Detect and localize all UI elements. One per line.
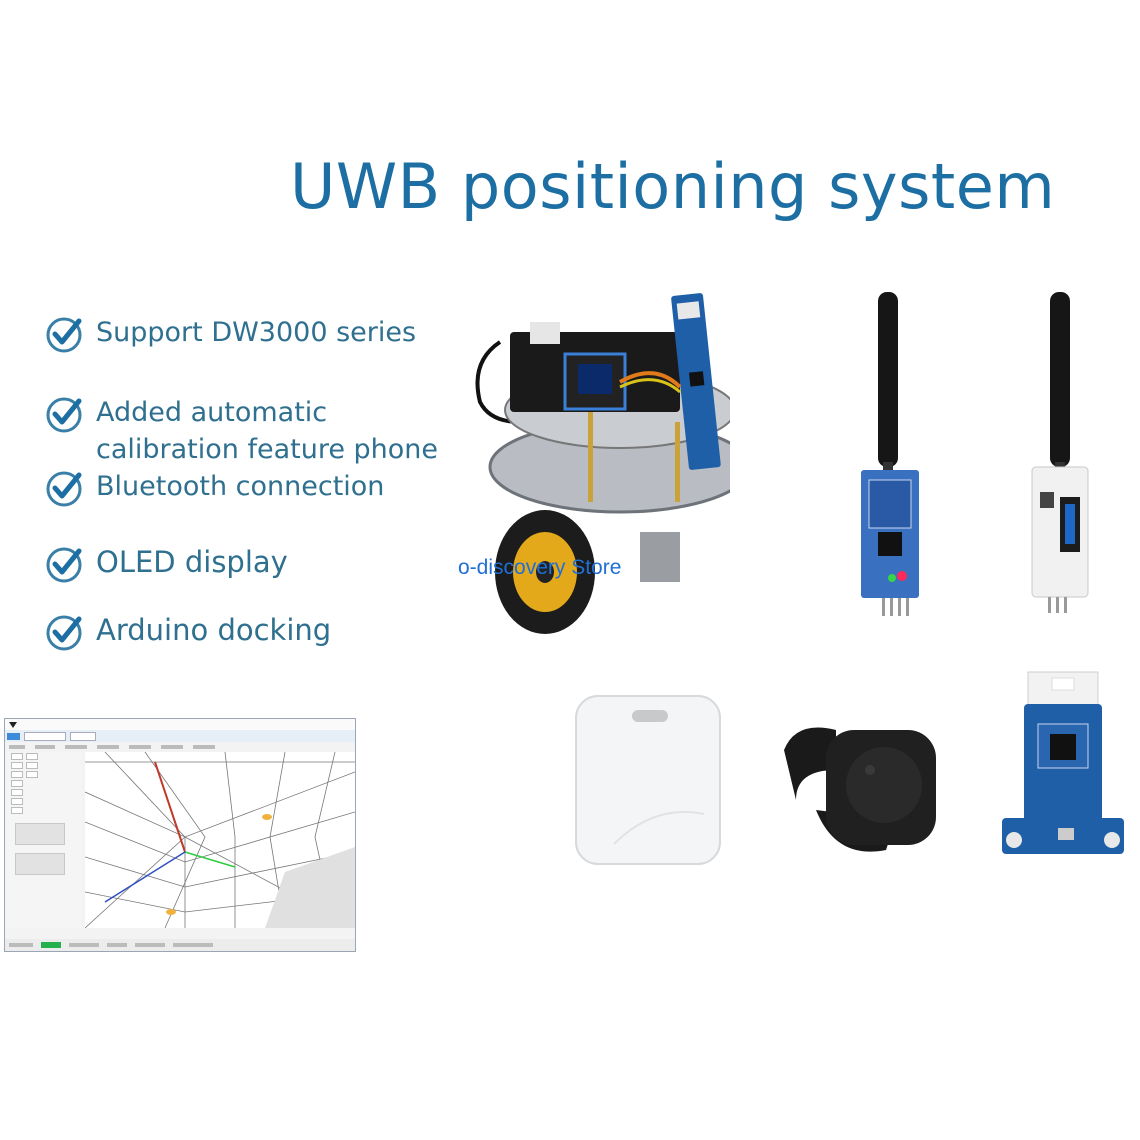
status-bar (5, 939, 355, 951)
param-input[interactable] (11, 771, 23, 778)
feature-item-bluetooth: Bluetooth connection (44, 468, 384, 508)
feature-label: OLED display (96, 545, 288, 579)
tab[interactable] (161, 744, 183, 749)
feature-label: Support DW3000 series (96, 317, 417, 348)
tab[interactable] (97, 744, 119, 749)
panel-button[interactable] (15, 823, 65, 845)
param-input[interactable] (11, 780, 23, 787)
param-input[interactable] (26, 771, 38, 778)
check-circle-icon (46, 397, 82, 433)
status-text (107, 943, 127, 947)
param-row (5, 752, 81, 761)
check-circle-icon (46, 317, 82, 353)
feature-item-arduino: Arduino docking (44, 612, 331, 652)
app-logo-icon (9, 721, 17, 728)
feature-label: Bluetooth connection (96, 471, 385, 502)
3d-position-plot (85, 752, 355, 928)
tab[interactable] (129, 744, 151, 749)
feature-label: Arduino docking (96, 613, 332, 647)
panel-button[interactable] (15, 853, 65, 875)
feature-item-calibration: Added automatic calibration feature phon… (44, 394, 438, 468)
antenna-icon (878, 292, 898, 472)
param-row (5, 779, 81, 788)
uwb-oled-module-image (1031, 292, 1089, 613)
window-tabs (5, 742, 355, 751)
param-input[interactable] (11, 807, 23, 814)
toolbar-button[interactable] (7, 732, 21, 740)
param-input[interactable] (11, 798, 23, 805)
feature-label: calibration feature phone (96, 434, 439, 465)
watch-tag-image (784, 727, 936, 852)
base-board-image (1002, 671, 1124, 854)
feature-item-dw3000: Support DW3000 series (44, 314, 416, 354)
store-watermark: o-discovery Store (458, 556, 622, 579)
white-tag-image (575, 695, 721, 865)
param-input[interactable] (26, 753, 38, 760)
param-row (5, 770, 81, 779)
status-text (9, 943, 33, 947)
status-indicator (41, 942, 61, 948)
feature-item-oled: OLED display (44, 544, 288, 584)
tab[interactable] (9, 744, 25, 749)
toolbar-field[interactable] (70, 731, 97, 741)
tab[interactable] (35, 744, 55, 749)
robot-car-image (475, 292, 730, 634)
tab[interactable] (65, 744, 87, 749)
positioning-software-window (4, 718, 356, 952)
status-text (135, 943, 165, 947)
check-circle-icon (46, 615, 82, 651)
param-input[interactable] (11, 762, 23, 769)
feature-label: Added automatic (96, 397, 328, 428)
antenna-icon (1050, 292, 1070, 472)
param-input[interactable] (11, 789, 23, 796)
check-circle-icon (46, 547, 82, 583)
status-text (173, 943, 213, 947)
param-row (5, 788, 81, 797)
param-row (5, 806, 81, 815)
param-row (5, 761, 81, 770)
window-titlebar (5, 719, 355, 730)
window-toolbar (5, 730, 355, 742)
param-input[interactable] (26, 762, 38, 769)
page-title: UWB positioning system (290, 150, 1056, 223)
parameter-panel (5, 752, 81, 928)
status-text (69, 943, 99, 947)
param-input[interactable] (11, 753, 23, 760)
check-circle-icon (46, 471, 82, 507)
tab[interactable] (193, 744, 215, 749)
uwb-anchor-module-image (861, 292, 919, 616)
param-row (5, 797, 81, 806)
toolbar-field[interactable] (24, 731, 67, 741)
